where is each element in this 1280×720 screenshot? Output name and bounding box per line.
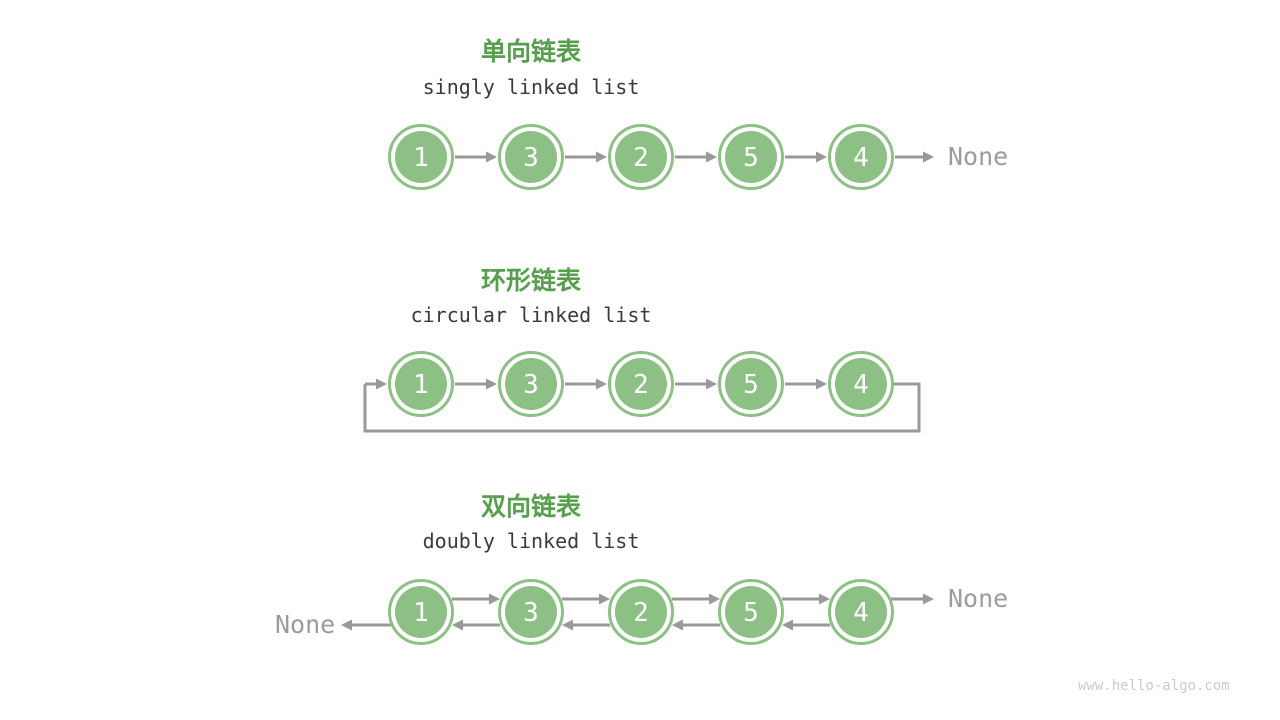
arrow-head-icon bbox=[923, 593, 934, 605]
section-subtitle-singly: singly linked list bbox=[422, 75, 640, 99]
arrow-head-icon bbox=[709, 593, 720, 605]
node-disc bbox=[395, 131, 447, 183]
node-disc bbox=[725, 131, 777, 183]
node-disc bbox=[505, 358, 557, 410]
section-title-singly: 单向链表 bbox=[480, 37, 581, 66]
node-value: 3 bbox=[523, 598, 539, 628]
node-value: 1 bbox=[413, 370, 429, 400]
node-value: 1 bbox=[413, 143, 429, 173]
node-value: 3 bbox=[523, 143, 539, 173]
node-value: 3 bbox=[523, 370, 539, 400]
node-value: 1 bbox=[413, 598, 429, 628]
arrow-head-icon bbox=[706, 378, 717, 390]
node-value: 5 bbox=[743, 143, 759, 173]
node-value: 4 bbox=[853, 143, 869, 173]
arrow-head-icon bbox=[706, 151, 717, 163]
arrow-head-icon bbox=[452, 619, 463, 631]
node-value: 5 bbox=[743, 598, 759, 628]
none-label-doubly-tail: None bbox=[948, 584, 1009, 613]
node-disc bbox=[395, 358, 447, 410]
node-disc bbox=[395, 586, 447, 638]
arrow-head-icon bbox=[816, 378, 827, 390]
node-disc bbox=[835, 131, 887, 183]
arrow-head-icon bbox=[816, 151, 827, 163]
arrow-head-icon bbox=[599, 593, 610, 605]
node-value: 2 bbox=[633, 143, 649, 173]
watermark: www.hello-algo.com bbox=[1078, 678, 1230, 694]
node-disc bbox=[835, 586, 887, 638]
node-value: 4 bbox=[853, 370, 869, 400]
section-title-doubly: 双向链表 bbox=[480, 492, 581, 521]
arrow-head-icon bbox=[596, 378, 607, 390]
none-label-singly-tail: None bbox=[948, 142, 1009, 171]
section-subtitle-circular: circular linked list bbox=[410, 303, 652, 327]
arrow-head-icon bbox=[486, 378, 497, 390]
arrow-head-icon bbox=[923, 151, 934, 163]
section-subtitle-doubly: doubly linked list bbox=[422, 529, 640, 553]
arrow-head-icon bbox=[489, 593, 500, 605]
loop-back-line bbox=[363, 382, 921, 433]
arrow-head-icon bbox=[782, 619, 793, 631]
node-disc bbox=[615, 358, 667, 410]
node-disc bbox=[505, 131, 557, 183]
node-disc bbox=[615, 586, 667, 638]
node-value: 2 bbox=[633, 370, 649, 400]
node-value: 2 bbox=[633, 598, 649, 628]
node-value: 4 bbox=[853, 598, 869, 628]
arrow-head-icon bbox=[596, 151, 607, 163]
node-value: 5 bbox=[743, 370, 759, 400]
none-label-doubly-head: None bbox=[275, 610, 336, 639]
node-disc bbox=[725, 586, 777, 638]
arrow-head-icon bbox=[819, 593, 830, 605]
node-disc bbox=[505, 586, 557, 638]
node-disc bbox=[835, 358, 887, 410]
arrow-head-icon bbox=[341, 619, 352, 631]
arrow-head-icon bbox=[376, 378, 387, 390]
arrow-head-icon bbox=[562, 619, 573, 631]
arrow-head-icon bbox=[672, 619, 683, 631]
node-disc bbox=[725, 358, 777, 410]
node-disc bbox=[615, 131, 667, 183]
arrow-head-icon bbox=[486, 151, 497, 163]
section-title-circular: 环形链表 bbox=[480, 266, 581, 295]
